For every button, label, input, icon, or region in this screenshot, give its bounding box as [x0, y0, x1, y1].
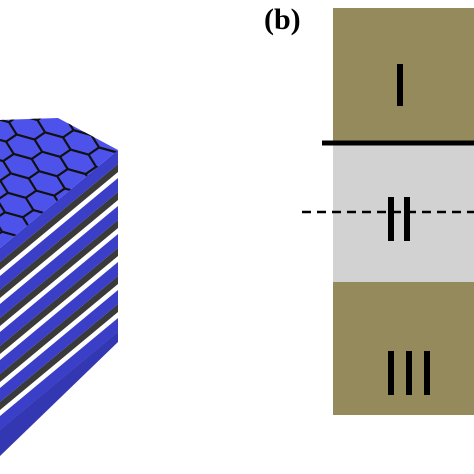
spacer-layer [0, 192, 118, 298]
region-I-block [333, 8, 474, 142]
region-III-block [333, 282, 474, 415]
blue-layer-side [0, 234, 118, 346]
spacer-layer [0, 220, 118, 326]
cube-layers [0, 150, 118, 456]
cube-base [0, 332, 118, 456]
blue-layer-side [0, 206, 118, 318]
top-face [0, 118, 118, 248]
blue-layer-side [0, 150, 118, 262]
blue-layer-side [0, 178, 118, 290]
panel-label: (b) [264, 3, 301, 36]
spacer-layer [0, 304, 118, 410]
numeral-III [388, 351, 430, 395]
blue-layer-side [0, 262, 118, 374]
spacer-layer [0, 276, 118, 382]
numeral-I [397, 64, 403, 106]
blue-layer-side [0, 318, 118, 430]
hexagon-cell [0, 174, 10, 201]
numeral-II [388, 197, 410, 241]
blue-layer-side [0, 290, 118, 402]
spacer-layer [0, 164, 118, 270]
region-II-block [333, 142, 474, 282]
spacer-layer [0, 248, 118, 354]
